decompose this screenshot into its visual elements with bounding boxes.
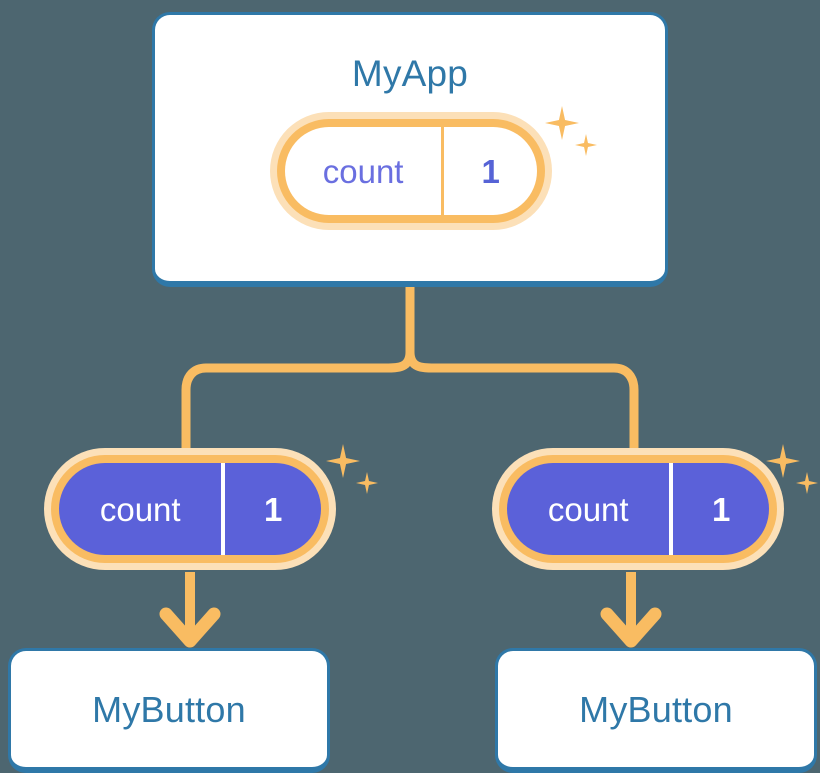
arrow-down-icon-left xyxy=(159,572,221,648)
pill-ring: count 1 xyxy=(277,119,545,223)
pill-body: count 1 xyxy=(507,463,769,555)
sparkle-large-icon xyxy=(326,444,360,478)
state-pill-myapp[interactable]: count 1 xyxy=(270,112,552,230)
card-button-right-title: MyButton xyxy=(579,689,733,730)
state-value: 1 xyxy=(669,463,769,555)
page-title: MyApp xyxy=(351,53,469,94)
connector-branch-right xyxy=(405,347,639,457)
state-value: 1 xyxy=(441,127,537,215)
card-button-left-title: MyButton xyxy=(92,689,246,730)
card-button-left[interactable]: MyButton xyxy=(8,648,330,773)
pill-body: count 1 xyxy=(59,463,321,555)
sparkle-small-icon xyxy=(796,472,818,494)
state-key: count xyxy=(322,152,404,190)
state-pill-right[interactable]: count 1 xyxy=(492,448,784,570)
state-key: count xyxy=(547,490,629,528)
sparkle-small-icon xyxy=(356,472,378,494)
pill-ring: count 1 xyxy=(51,455,329,563)
arrow-down-icon-right xyxy=(600,572,662,648)
pill-body: count 1 xyxy=(285,127,537,215)
connector-branch-left xyxy=(181,347,415,457)
state-key: count xyxy=(99,490,181,528)
card-button-right[interactable]: MyButton xyxy=(495,648,817,773)
state-pill-left[interactable]: count 1 xyxy=(44,448,336,570)
pill-ring: count 1 xyxy=(499,455,777,563)
state-value: 1 xyxy=(221,463,321,555)
